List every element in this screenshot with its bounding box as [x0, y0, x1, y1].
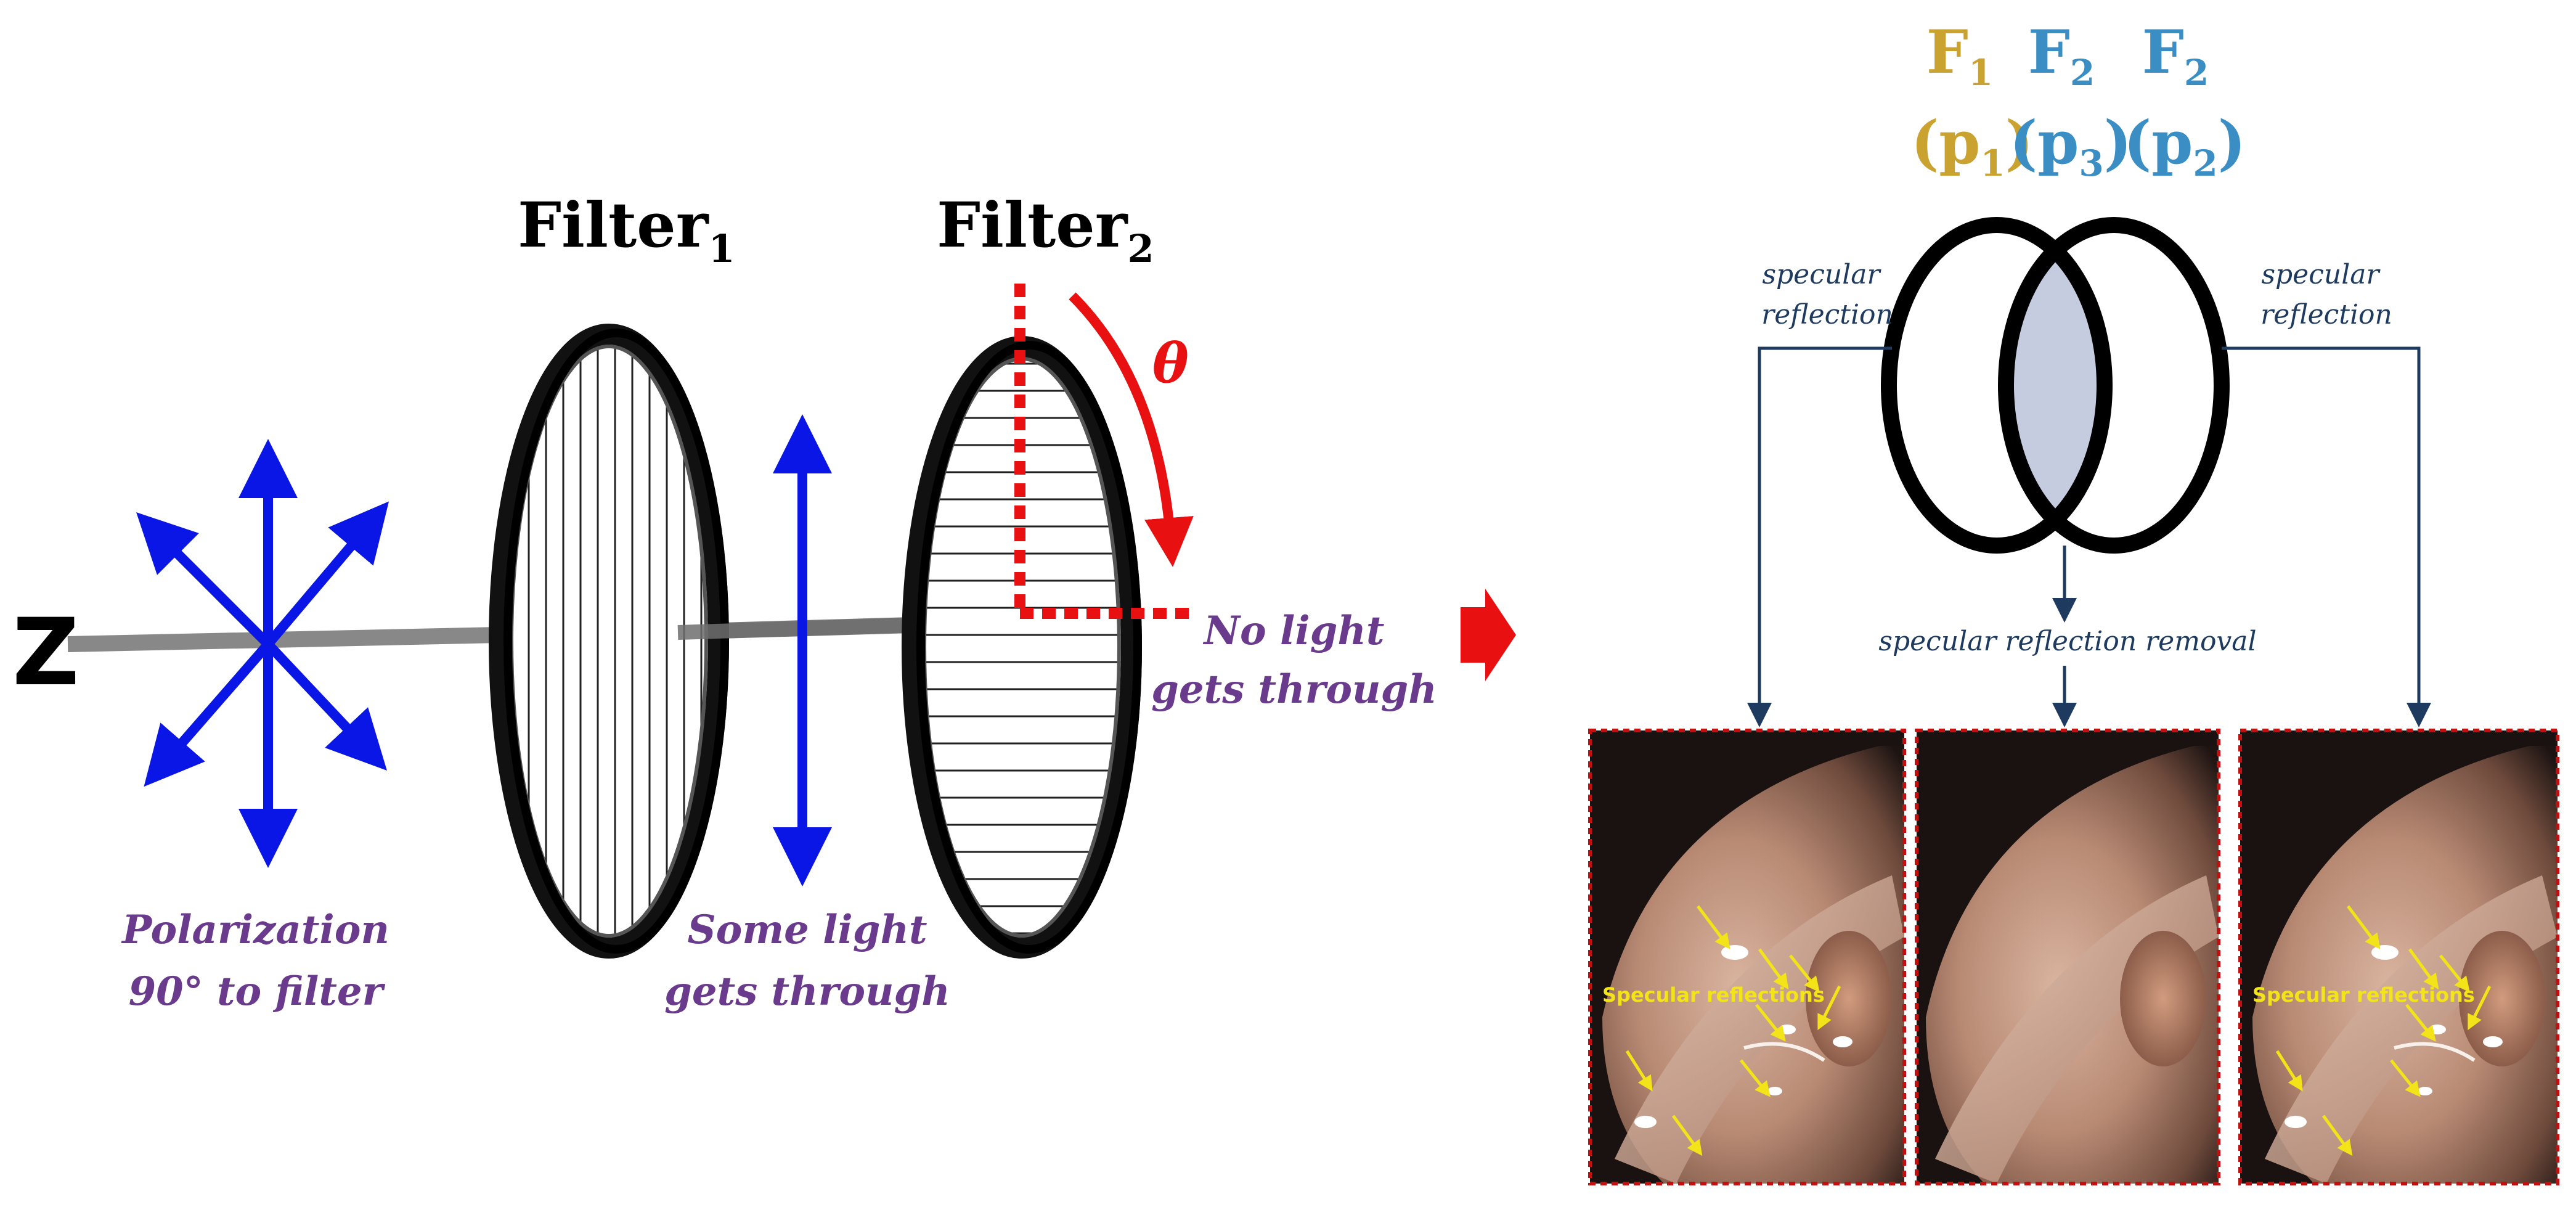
red-flow-arrow [1461, 589, 1516, 681]
filter1-lens [489, 324, 729, 959]
filter2-lens [902, 336, 1142, 959]
venn-connectors [1747, 346, 2431, 727]
endoscopy-image-right [2238, 729, 2559, 1185]
propagation-axis-through-filter1 [677, 618, 913, 640]
venn-left-label-line1: specular [1762, 259, 1881, 290]
venn-circle-right [1998, 217, 2230, 554]
some-light-caption-line2: gets through [664, 968, 950, 1015]
endoscopy-image-center [1915, 729, 2220, 1185]
endoscopy-image-left [1588, 729, 1906, 1185]
specular-annotation-right: Specular reflections [2252, 983, 2475, 1007]
svg-text:F2: F2 [2142, 17, 2209, 94]
svg-text:(p3): (p3) [2010, 108, 2132, 184]
venn-diagram [1881, 217, 2230, 554]
venn-circle-left [1881, 217, 2113, 554]
z-axis-label: Z [12, 599, 79, 706]
unpolarized-light-arrows [136, 439, 389, 868]
polarization-caption-line2: 90° to filter [129, 968, 386, 1015]
theta-symbol: θ [1152, 331, 1189, 395]
venn-right-label-line1: specular [2261, 259, 2381, 290]
center-removal-label: specular reflection removal [1878, 626, 2256, 657]
no-light-caption-line1: No light [1203, 608, 1385, 654]
svg-text:(p1): (p1) [1911, 108, 2033, 184]
venn-intersection [2006, 225, 2105, 546]
svg-text:F2: F2 [2028, 17, 2095, 94]
specular-annotation-left: Specular reflections [1602, 983, 1825, 1007]
venn-left-label-line2: reflection [1761, 299, 1893, 330]
filter2-label: Filter2 [937, 189, 1154, 271]
venn-label-f2-p3: F2 (p3) [2010, 17, 2132, 184]
polarization-caption-line1: Polarization [121, 907, 389, 953]
no-light-caption-line2: gets through [1151, 666, 1437, 713]
theta-rotation-arrow [1069, 292, 1194, 567]
venn-label-f2-p2: F2 (p2) [2124, 17, 2246, 184]
svg-text:(p2): (p2) [2124, 108, 2246, 184]
svg-text:F1: F1 [1926, 17, 1994, 94]
some-light-caption-line1: Some light [687, 907, 927, 953]
venn-right-label-line2: reflection [2260, 299, 2392, 330]
venn-label-f1: F1 (p1) [1911, 17, 2033, 184]
propagation-axis-left [67, 627, 500, 652]
filter1-label: Filter1 [518, 189, 735, 271]
